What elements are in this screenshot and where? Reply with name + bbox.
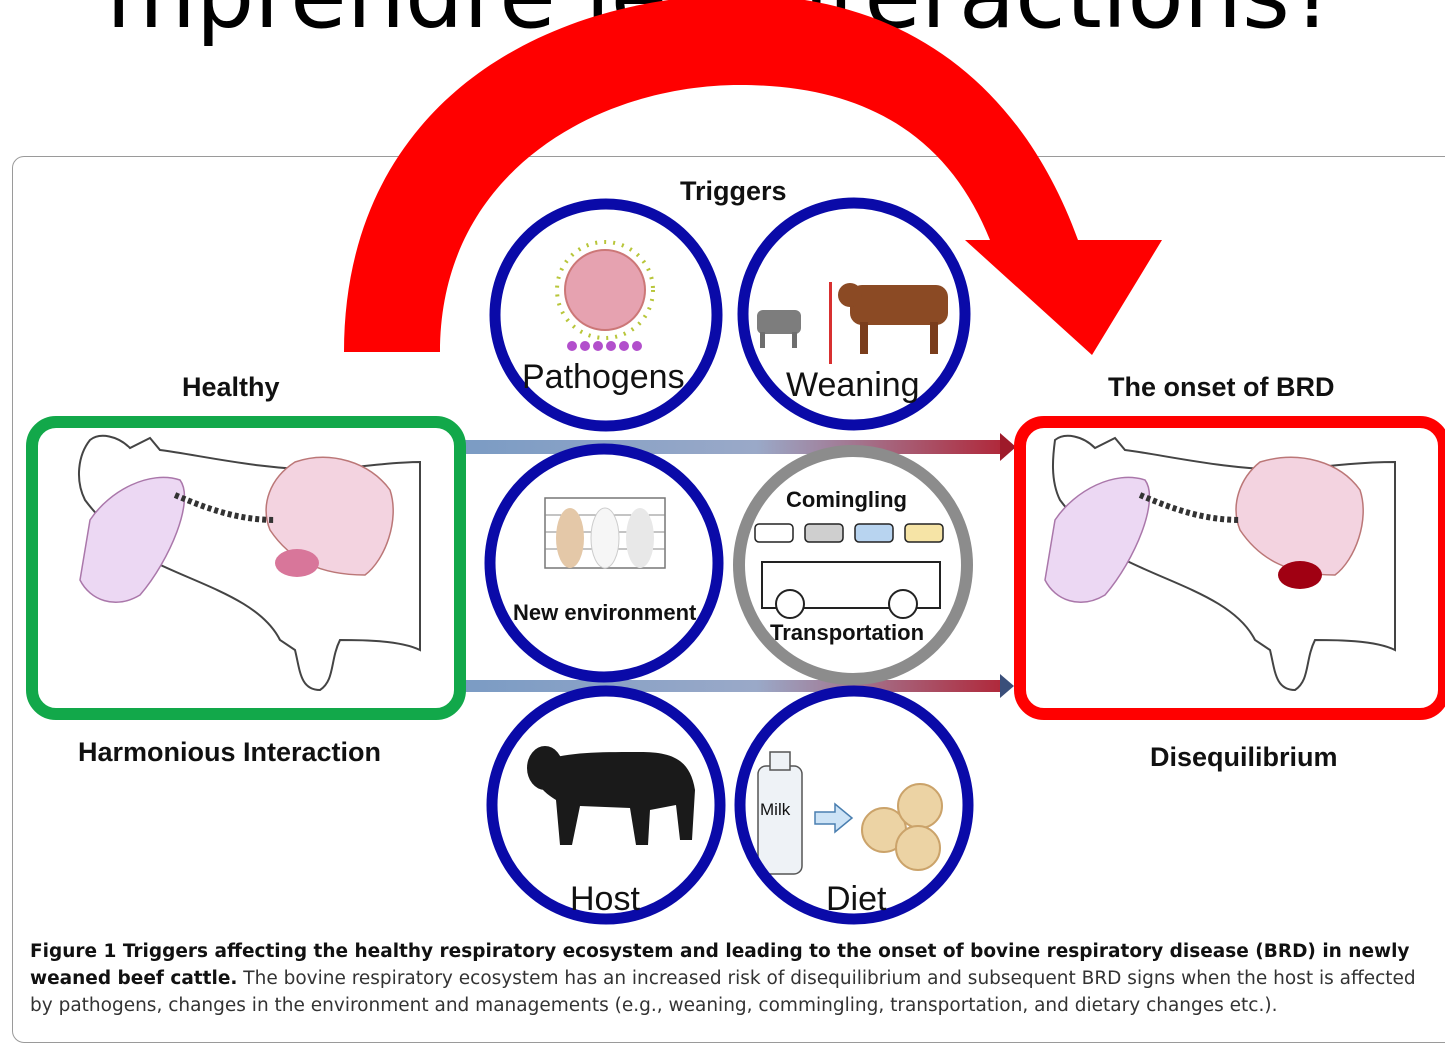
flow-arrow-top: [455, 433, 1016, 461]
healthy-label: Healthy: [182, 372, 280, 402]
onset-label: The onset of BRD: [1108, 372, 1335, 402]
diet-label: Diet: [826, 880, 887, 918]
caption-lead: Figure 1 Triggers affecting the healthy …: [30, 941, 1410, 989]
pathogens-label: Pathogens: [522, 358, 685, 396]
trigger-circle-pathogens: [489, 198, 723, 432]
big-red-curved-arrow: [344, 0, 1162, 355]
flow-arrow-bottom: [455, 674, 1014, 698]
transportation-label: Transportation: [770, 620, 925, 645]
healthy-box: [26, 416, 466, 720]
triggers-heading: Triggers: [680, 176, 787, 206]
truck-icon: [761, 561, 941, 619]
healthy-cow-illustration: [78, 434, 421, 692]
trigger-circle-weaning: [737, 197, 971, 431]
weaning-cows-icon: [757, 282, 948, 364]
trigger-circle-diet: [734, 685, 974, 925]
caption-body: The bovine respiratory ecosystem has an …: [30, 968, 1416, 1016]
comingling-cows-icon: [754, 523, 944, 543]
host-label: Host: [570, 880, 640, 918]
pathogen-icon: [555, 240, 655, 351]
right-arrow-icon: [814, 802, 854, 834]
new-environment-label: New environment: [513, 600, 697, 625]
milk-bottle-icon: [757, 751, 803, 875]
onset-caption: Disequilibrium: [1150, 742, 1338, 772]
brd-cow-illustration: [1044, 434, 1396, 692]
figure-frame: [12, 156, 1445, 1043]
weaning-label: Weaning: [786, 366, 920, 404]
host-bull-icon: [527, 746, 695, 845]
hay-bales-icon: [861, 783, 943, 871]
new-environment-icon: [544, 497, 666, 569]
trigger-circle-host: [486, 685, 726, 925]
trigger-circle-new-environment: [484, 443, 724, 683]
trigger-circle-transportation: [733, 445, 973, 685]
brd-box: [1014, 416, 1445, 720]
comingling-label: Comingling: [786, 487, 907, 512]
milk-label: Milk: [760, 800, 791, 819]
healthy-caption: Harmonious Interaction: [78, 737, 382, 767]
figure-caption: Figure 1 Triggers affecting the healthy …: [30, 938, 1440, 1019]
